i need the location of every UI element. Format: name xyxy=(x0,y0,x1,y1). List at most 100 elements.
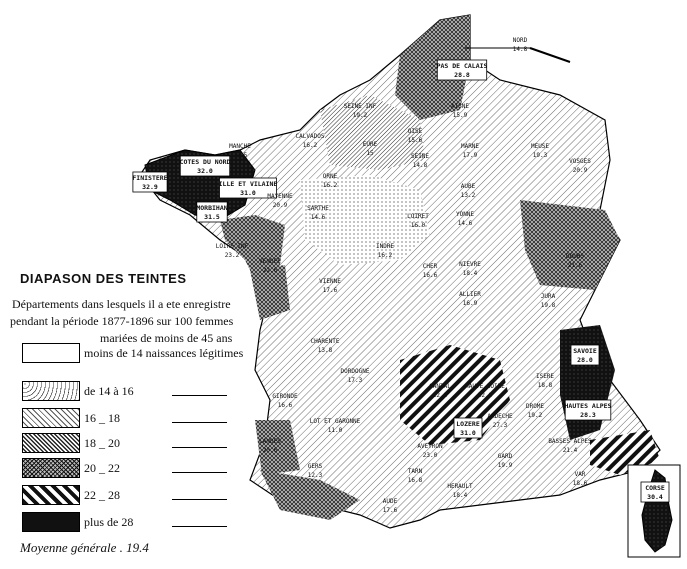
legend-description-line-3: mariées de moins de 45 ans xyxy=(100,331,233,345)
department-value: 14.8 xyxy=(413,162,428,169)
region-vendee xyxy=(250,265,290,320)
department-name: MEUSE xyxy=(531,143,549,150)
department-value: 31.0 xyxy=(460,429,476,437)
legend-rule xyxy=(172,422,227,423)
legend-label: plus de 28 xyxy=(84,515,134,529)
department-value: 20.9 xyxy=(273,202,288,209)
department-value: 14.8 xyxy=(513,46,528,53)
department-name: GARD xyxy=(498,453,513,460)
department-name: JURA xyxy=(541,293,556,300)
department-name: LOIRE INF xyxy=(216,243,249,250)
department-name: MORBIHAN xyxy=(196,204,227,212)
department-value: 19.2 xyxy=(353,112,368,119)
department-value: 32.0 xyxy=(197,167,213,175)
department-value: 18.8 xyxy=(538,382,553,389)
department-value: 19.3 xyxy=(533,152,548,159)
department-value: 32.9 xyxy=(142,183,158,191)
department-name: VAR xyxy=(575,471,586,478)
legend-rule xyxy=(172,447,227,448)
department-name: NIEVRE xyxy=(459,261,481,268)
department-value: 28.3 xyxy=(580,411,596,419)
department-value: 16.9 xyxy=(463,300,478,307)
department-value: 13.8 xyxy=(318,347,333,354)
department-value: 20.9 xyxy=(573,167,588,174)
legend-swatch xyxy=(22,433,80,453)
department-value: 19.2 xyxy=(528,412,543,419)
department-value: 22.8 xyxy=(433,392,448,399)
department-value: 20.5 xyxy=(233,152,248,159)
department-name: LANDES xyxy=(259,438,281,445)
department-name: VENDEE xyxy=(259,258,281,265)
legend-label: 20 _ 22 xyxy=(84,461,120,475)
department-value: 28.0 xyxy=(577,356,593,364)
legend-swatch xyxy=(22,512,80,532)
department-name: CANTAL xyxy=(429,383,451,390)
department-value: 23.0 xyxy=(423,452,438,459)
department-value: 16.8 xyxy=(408,477,423,484)
department-value: 23.2 xyxy=(225,252,240,259)
department-value: 21.6 xyxy=(568,262,583,269)
department-cantal: CANTAL 22.8 xyxy=(429,383,451,399)
department-value: 15.6 xyxy=(408,137,423,144)
legend-description-line-2: pendant la période 1877-1896 sur 100 fem… xyxy=(10,314,234,328)
department-value: 18.6 xyxy=(573,480,588,487)
legend-swatch xyxy=(22,408,80,428)
department-box xyxy=(570,344,600,366)
department-value: 19.8 xyxy=(541,302,556,309)
region-east xyxy=(520,200,620,290)
department-value: 16.6 xyxy=(423,272,438,279)
department-name: TARN xyxy=(408,468,423,475)
department-name: AUDE xyxy=(383,498,398,505)
legend-label: 22 _ 28 xyxy=(84,488,120,502)
legend-title: DIAPASON DES TEINTES xyxy=(20,271,187,286)
department-name: SAVOIE xyxy=(573,347,597,355)
department-name: FINISTERE xyxy=(132,174,167,182)
department-box xyxy=(179,155,231,177)
department-name: LOZERE xyxy=(456,420,480,428)
department-value: 20.6 xyxy=(263,447,278,454)
department-value: 13.2 xyxy=(461,192,476,199)
legend-swatch xyxy=(22,381,80,401)
legend-row: 20 _ 22 xyxy=(22,458,262,480)
legend-row: de 14 à 16 xyxy=(22,381,262,403)
legend-rule xyxy=(172,395,227,396)
department-name: ARDECHE xyxy=(487,413,513,420)
department-name: ISERE xyxy=(536,373,554,380)
department-box xyxy=(564,399,612,421)
department-allier: ALLIER 16.9 xyxy=(459,291,481,307)
department-name: VIENNE xyxy=(319,278,341,285)
department-value: 16.0 xyxy=(411,222,426,229)
department-name: ALLIER xyxy=(459,291,481,298)
department-box xyxy=(219,177,277,199)
department-value: 16.2 xyxy=(303,142,318,149)
department-name: INDRE xyxy=(376,243,394,250)
department-box xyxy=(196,201,228,223)
legend-average: Moyenne générale . 19.4 xyxy=(20,540,149,555)
department-value: 15 xyxy=(366,150,374,157)
department-name: ILLE ET VILAINE xyxy=(219,180,278,188)
department-value: 16.6 xyxy=(278,402,293,409)
department-name: CALVADOS xyxy=(296,133,325,140)
